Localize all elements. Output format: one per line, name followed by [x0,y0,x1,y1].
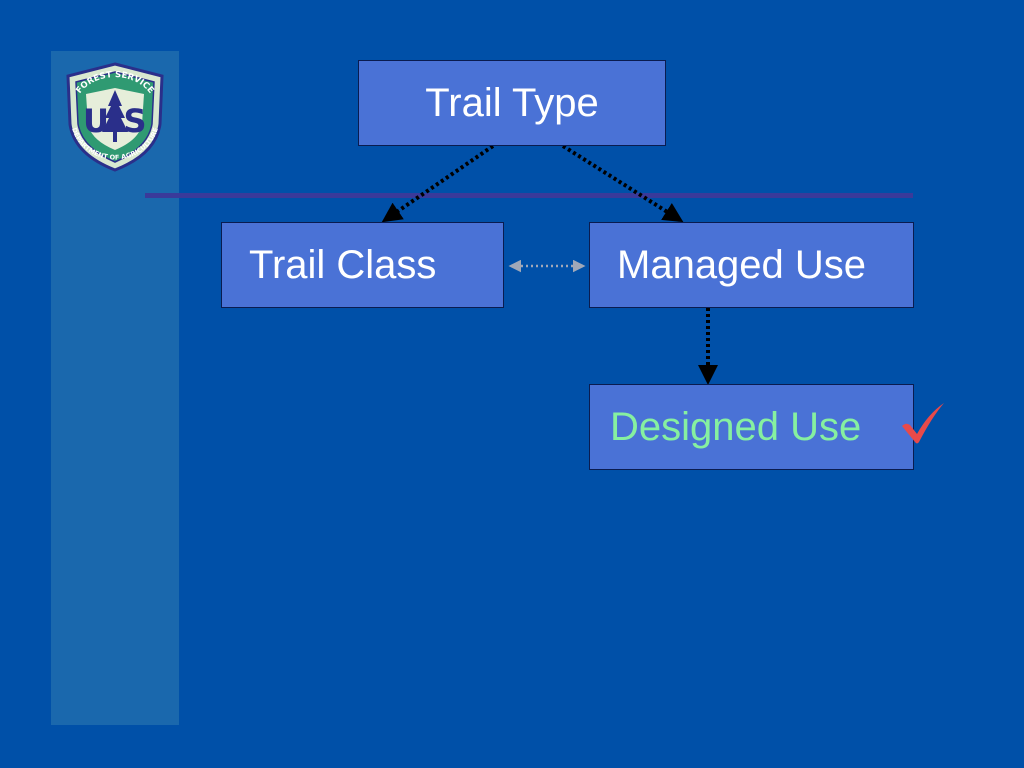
node-trail-type: Trail Type [358,60,666,146]
connector-type-to-managed [561,144,684,223]
connector-type-to-class [381,144,495,223]
tree-icon [102,90,128,142]
logo-letter-u: U [83,102,109,140]
header-divider [145,193,913,198]
node-designed-use: Designed Use [589,384,914,470]
logo-letter-s: S [123,102,146,140]
node-managed-use: Managed Use [589,222,914,308]
forest-service-shield-icon: FOREST SERVICE DEPARTMENT OF AGRICULTURE… [66,62,164,172]
node-trail-class: Trail Class [221,222,504,308]
checkmark-icon [902,403,944,444]
